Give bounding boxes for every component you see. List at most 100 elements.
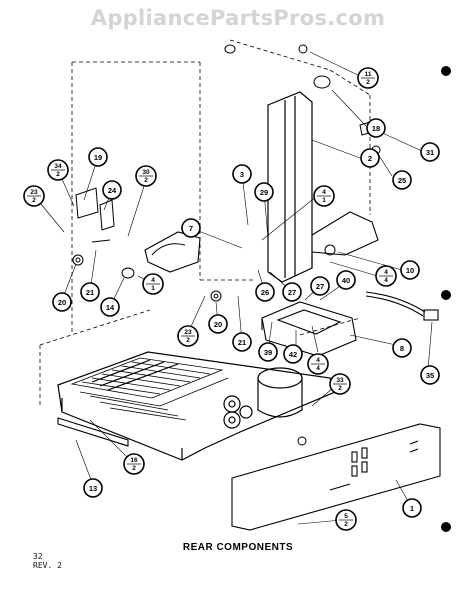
svg-text:39: 39 [264,348,272,357]
callout-4-4-a: 44 [375,265,397,287]
svg-text:1: 1 [322,197,326,204]
callout-21a: 21 [80,282,100,302]
rear-access-panel [231,423,441,531]
revision-label: REV. 2 [33,561,62,570]
svg-text:40: 40 [342,276,350,285]
callout-1: 1 [402,498,422,518]
callout-18: 18 [366,118,386,138]
svg-text:42: 42 [289,350,297,359]
svg-text:16: 16 [130,457,138,464]
svg-text:1: 1 [410,504,414,513]
callout-7: 7 [181,218,201,238]
svg-text:20: 20 [58,298,66,307]
svg-text:4: 4 [384,269,388,276]
callout-23-2-a: 232 [23,185,45,207]
condenser-base [57,351,336,461]
svg-text:11: 11 [365,71,372,78]
svg-text:8: 8 [400,344,404,353]
callout-39: 39 [258,342,278,362]
svg-text:2: 2 [32,197,36,204]
svg-text:2: 2 [366,79,370,86]
condenser-coil [70,357,229,421]
svg-text:4: 4 [384,277,388,284]
callout-24: 24 [102,180,122,200]
air-duct-channel [267,91,313,283]
callout-27a: 27 [282,282,302,302]
callout-13: 13 [83,478,103,498]
callout-27b: 27 [310,276,330,296]
left-wall-parts [72,187,222,302]
svg-text:3: 3 [240,170,244,179]
svg-text:20: 20 [214,320,222,329]
callout-26: 26 [255,282,275,302]
svg-text:2: 2 [144,177,148,184]
compressor [223,367,303,429]
svg-text:23: 23 [30,189,38,196]
power-cord [365,291,439,321]
callout-30-2: 302 [135,165,157,187]
mounting-bracket [57,417,129,447]
callout-20b: 20 [208,314,228,334]
cabinet-outline [39,39,371,405]
svg-text:25: 25 [398,176,406,185]
callout-34-2: 342 [47,159,69,181]
svg-text:10: 10 [406,266,414,275]
callout-14: 14 [100,297,120,317]
svg-text:7: 7 [189,224,193,233]
svg-text:2: 2 [56,171,60,178]
page-number: 32 [33,552,43,561]
svg-text:34: 34 [54,163,62,170]
svg-text:2: 2 [344,521,348,528]
left-bracket [144,231,201,273]
callout-4-1-a: 41 [313,185,335,207]
binder-hole-bottom [441,522,451,532]
page-footer: 32 REV. 2 [33,552,62,570]
drain-pan [261,301,357,357]
callout-4-1-b: 41 [142,273,164,295]
callout-33-2: 332 [329,373,351,395]
svg-text:4: 4 [316,357,320,364]
callout-3: 3 [232,164,252,184]
binder-hole-middle [441,290,451,300]
callout-5-2: 52 [335,509,357,531]
svg-text:23: 23 [184,329,192,336]
svg-text:2: 2 [368,154,372,163]
svg-text:27: 27 [288,288,296,297]
callout-29: 29 [254,182,274,202]
svg-text:18: 18 [372,124,380,133]
watermark-text: AppliancePartsPros.com [90,6,386,30]
callout-19: 19 [88,147,108,167]
svg-text:24: 24 [108,186,117,195]
callout-23-2-b: 232 [177,325,199,347]
svg-text:26: 26 [261,288,269,297]
svg-text:13: 13 [89,484,97,493]
callout-4-4-b: 44 [307,353,329,375]
svg-text:30: 30 [142,169,150,176]
svg-text:35: 35 [426,371,434,380]
svg-text:2: 2 [186,337,190,344]
callout-21b: 21 [232,332,252,352]
callout-10: 10 [400,260,420,280]
callout-40: 40 [336,270,356,290]
svg-text:5: 5 [344,513,348,520]
svg-text:21: 21 [238,338,246,347]
svg-text:19: 19 [94,153,102,162]
cover-bracket [311,211,379,268]
callout-11-2: 112 [357,67,379,89]
binder-hole-top [441,66,451,76]
svg-text:4: 4 [322,189,326,196]
callout-20a: 20 [52,292,72,312]
callout-16-2: 162 [123,453,145,475]
svg-text:4: 4 [316,365,320,372]
callout-25: 25 [392,170,412,190]
svg-text:27: 27 [316,282,324,291]
svg-text:31: 31 [426,148,434,157]
diagram-caption: REAR COMPONENTS [182,542,294,553]
svg-text:1: 1 [151,285,155,292]
svg-text:33: 33 [336,377,344,384]
callout-35: 35 [420,365,440,385]
svg-text:4: 4 [151,277,155,284]
svg-text:21: 21 [86,288,94,297]
svg-text:2: 2 [338,385,342,392]
